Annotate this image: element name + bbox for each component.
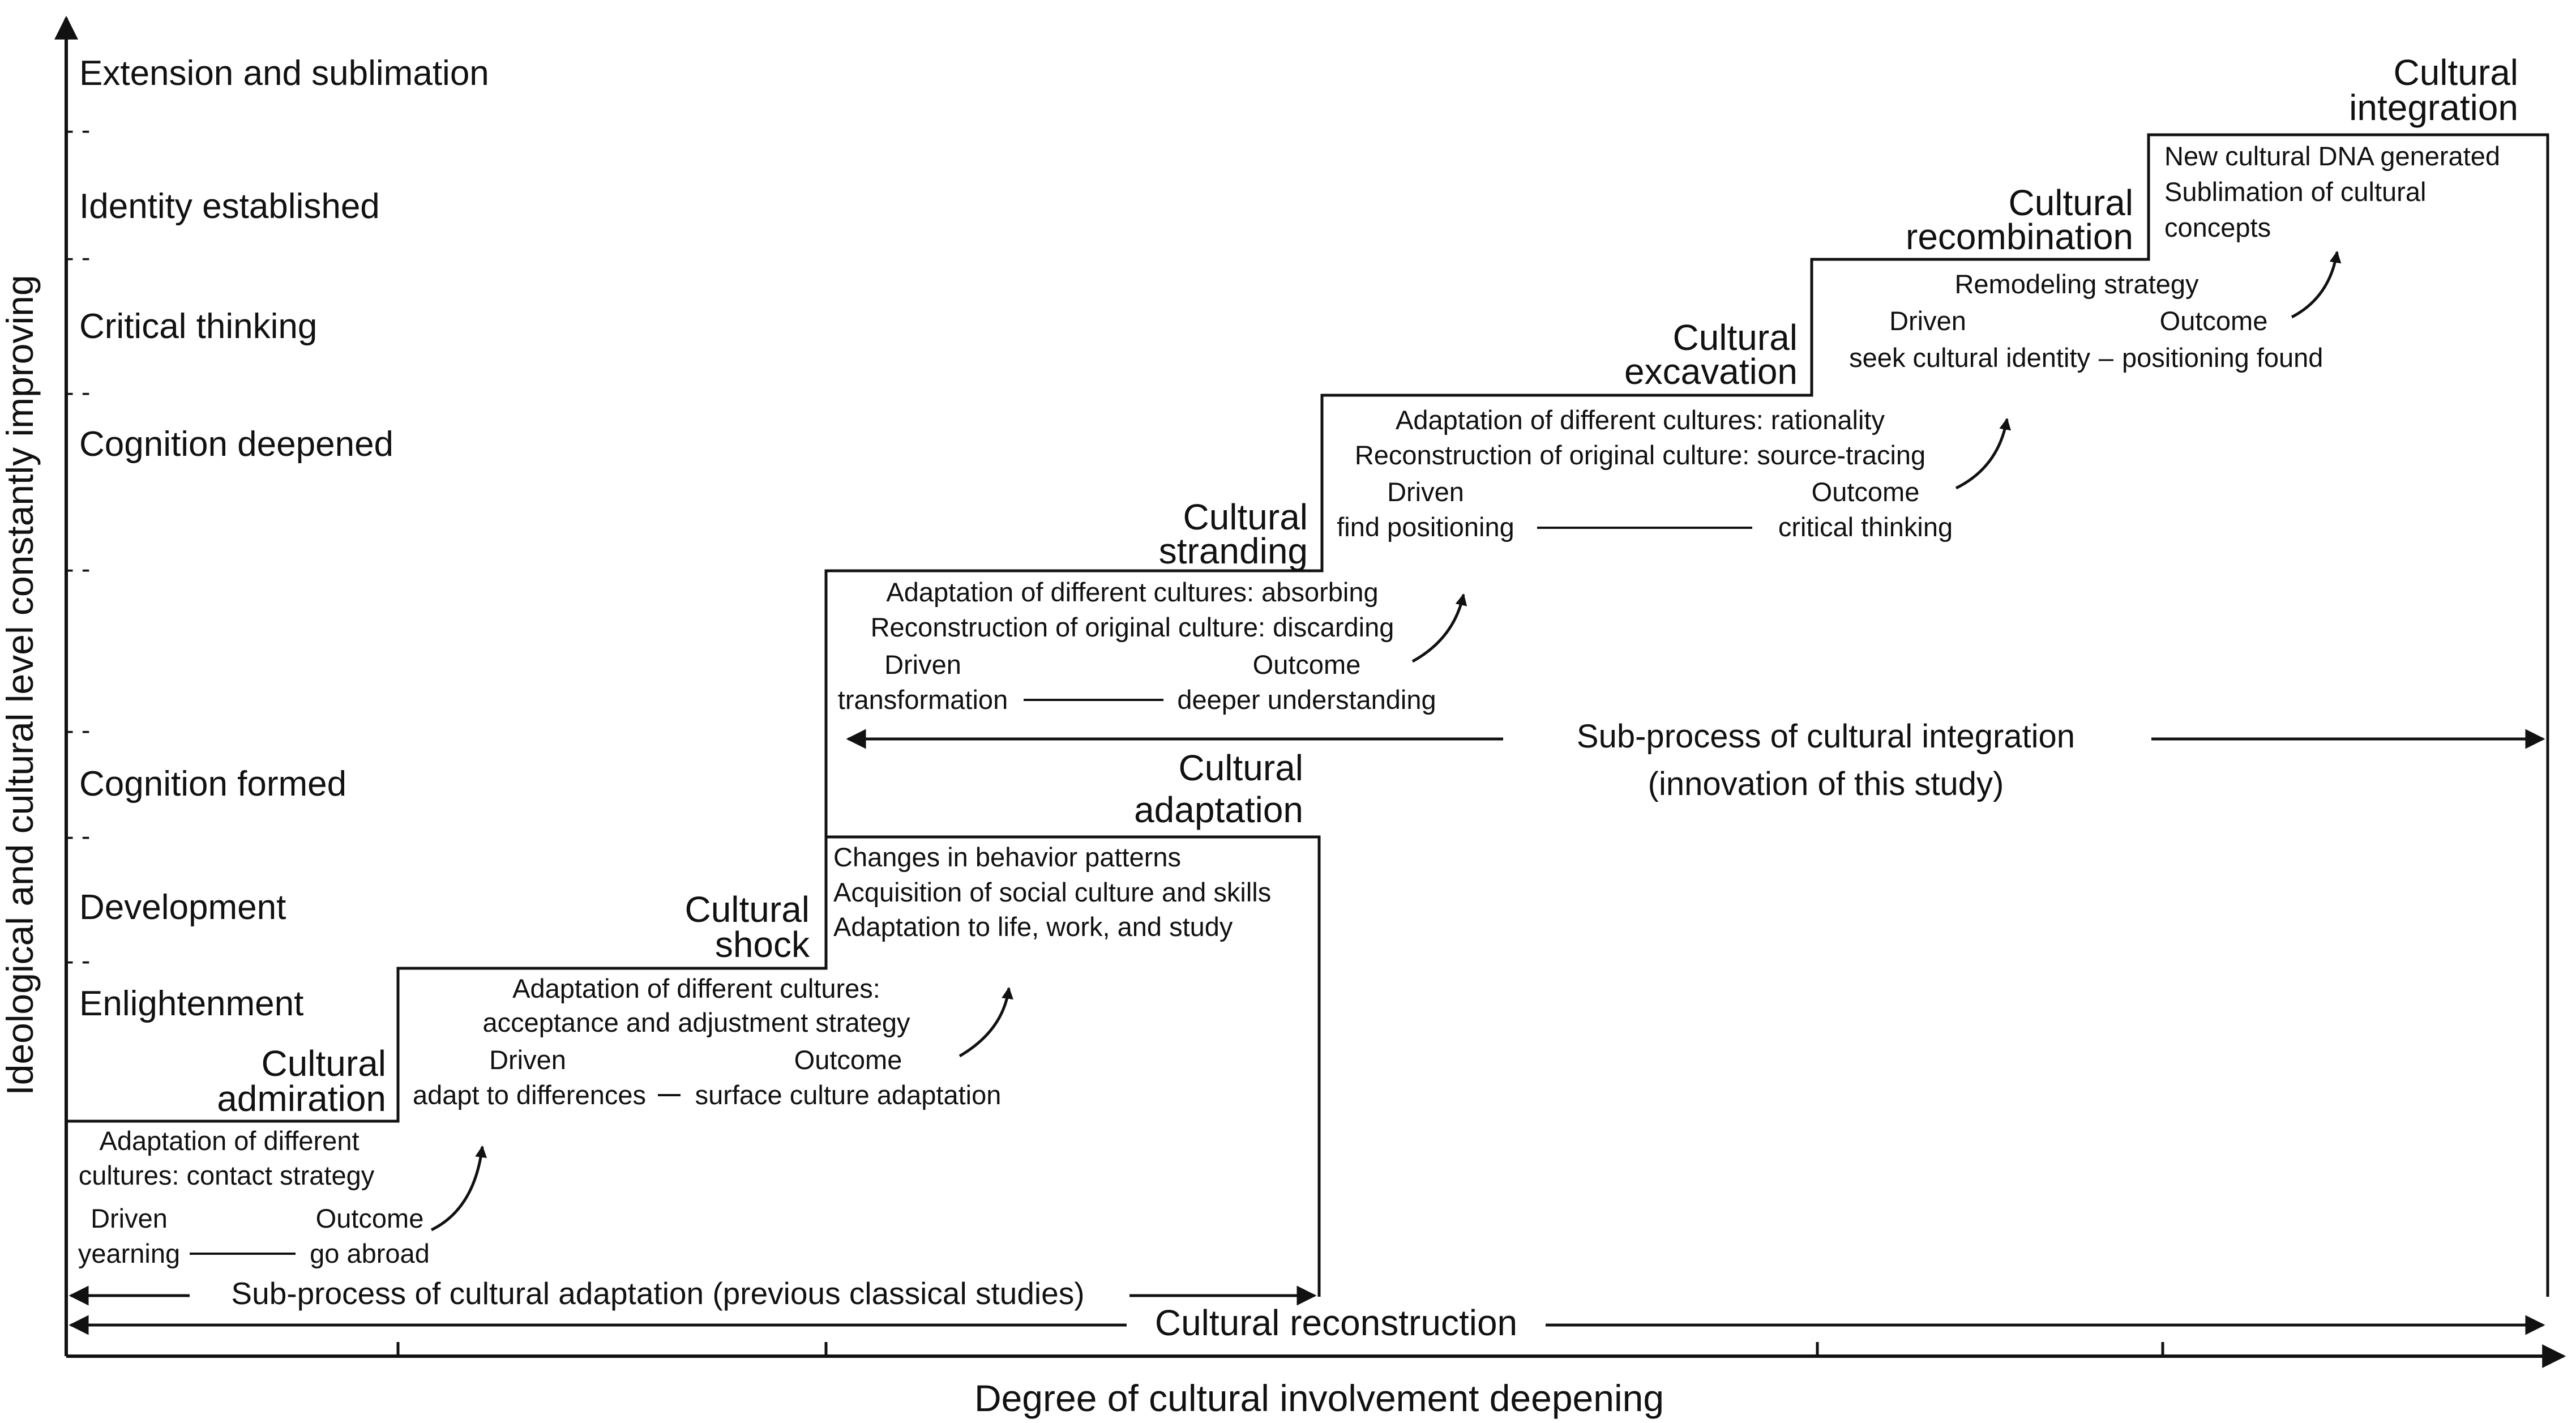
level-label: Extension and sublimation — [79, 54, 489, 93]
driven-label: Driven — [489, 1045, 566, 1075]
progress-arrow — [1411, 593, 1467, 663]
level-separator: - - — [65, 945, 90, 975]
driven-label: Driven — [884, 649, 961, 680]
level-separator: - - — [65, 821, 90, 851]
stage-cultural-recombination: Cultural recombination Remodeling strate… — [1849, 182, 2342, 373]
stage-cultural-integration: Cultural integration New cultural DNA ge… — [2164, 52, 2518, 242]
outcome-label: Outcome — [794, 1045, 902, 1075]
stage-title: Cultural — [1672, 317, 1798, 358]
outcome-value: positioning found — [2122, 343, 2323, 373]
stage-detail: Adaptation of different cultures: absorb… — [886, 577, 1378, 607]
level-separator: - - — [65, 715, 90, 745]
stage-detail: Reconstruction of original culture: sour… — [1355, 440, 1925, 470]
stage-detail: Adaptation of different — [99, 1126, 359, 1156]
stage-detail: cultures: contact strategy — [79, 1160, 375, 1190]
progress-arrow — [1955, 417, 2012, 490]
level-separator: - - — [65, 377, 90, 407]
stage-title: Cultural — [1183, 497, 1308, 537]
level-label: Cognition deepened — [79, 425, 393, 464]
outcome-value: surface culture adaptation — [695, 1080, 1002, 1110]
level-separator: - - — [65, 114, 90, 144]
outcome-label: Outcome — [316, 1203, 424, 1233]
driven-label: Driven — [1889, 306, 1966, 336]
level-label: Development — [79, 888, 286, 927]
stage-title: recombination — [1906, 216, 2133, 257]
level-separator: - - — [65, 242, 90, 272]
span-reconstruction: Cultural reconstruction — [69, 1302, 2545, 1343]
driven-value: seek cultural identity — [1849, 343, 2090, 373]
y-axis-label: Ideological and cultural level constantl… — [0, 275, 41, 1095]
adaptation-box-outline — [824, 730, 1321, 1297]
outcome-value: go abroad — [310, 1238, 430, 1268]
outcome-value: critical thinking — [1778, 512, 1953, 542]
axes: Ideological and cultural level constantl… — [0, 15, 2566, 1419]
stage-title: Cultural — [1178, 747, 1303, 788]
stage-detail: Adaptation to life, work, and study — [833, 912, 1233, 942]
stage-detail: Adaptation of different cultures: ration… — [1396, 405, 1885, 435]
stage-detail: concepts — [2164, 212, 2271, 242]
driven-label: Driven — [91, 1203, 168, 1233]
driven-outcome-joiner: – — [2099, 343, 2114, 373]
level-label: Cognition formed — [79, 764, 346, 804]
span-label: (innovation of this study) — [1648, 766, 2004, 802]
stage-detail: Adaptation of different cultures: — [512, 973, 880, 1003]
stage-cultural-stranding: Cultural stranding Adaptation of differe… — [838, 497, 1467, 715]
driven-value: transformation — [838, 685, 1008, 715]
stage-detail: Reconstruction of original culture: disc… — [871, 612, 1394, 642]
level-labels: Extension and sublimation Identity estab… — [79, 54, 489, 1023]
span-label: Sub-process of cultural integration — [1577, 718, 2075, 755]
stage-detail: Acquisition of social culture and skills — [833, 877, 1271, 907]
x-axis-label: Degree of cultural involvement deepening — [974, 1377, 1664, 1419]
progress-arrow — [430, 1145, 487, 1232]
stage-cultural-excavation: Cultural excavation Adaptation of differ… — [1337, 317, 2012, 542]
stage-detail: Changes in behavior patterns — [833, 842, 1181, 872]
stage-title: Cultural — [2008, 182, 2133, 223]
stage-title: Cultural — [261, 1043, 386, 1084]
level-label: Critical thinking — [79, 307, 317, 346]
stage-title: shock — [715, 924, 810, 965]
level-label: Enlightenment — [79, 984, 303, 1023]
stage-title: admiration — [217, 1078, 386, 1119]
outcome-value: deeper understanding — [1177, 685, 1436, 715]
stage-title: stranding — [1159, 531, 1308, 571]
span-adaptation: Sub-process of cultural adaptation (prev… — [69, 1276, 1317, 1311]
stage-cultural-shock: Cultural shock Adaptation of different c… — [413, 889, 1013, 1110]
level-label: Identity established — [79, 187, 380, 226]
stage-cultural-adaptation: Cultural adaptation Changes in behavior … — [833, 747, 1303, 942]
stage-detail: acceptance and adjustment strategy — [482, 1007, 910, 1037]
outcome-label: Outcome — [1812, 477, 1920, 507]
stage-title: excavation — [1624, 351, 1798, 392]
stage-title: Cultural — [684, 889, 810, 930]
driven-value: yearning — [78, 1238, 180, 1268]
stage-detail: Remodeling strategy — [1954, 269, 2199, 299]
span-label: Sub-process of cultural adaptation (prev… — [231, 1276, 1084, 1311]
stage-detail: New cultural DNA generated — [2164, 141, 2500, 171]
driven-label: Driven — [1387, 477, 1464, 507]
stage-title: adaptation — [1134, 789, 1303, 830]
outcome-label: Outcome — [1253, 649, 1361, 680]
outcome-label: Outcome — [2160, 306, 2268, 336]
progress-arrow — [2291, 250, 2342, 319]
level-separator: - - — [65, 553, 90, 583]
progress-arrow — [958, 986, 1013, 1058]
stage-title: Cultural — [2393, 52, 2518, 93]
stage-title: integration — [2349, 87, 2518, 128]
driven-value: adapt to differences — [413, 1080, 646, 1110]
staircase-outline — [66, 133, 2549, 1297]
level-separators: - - - - - - - - - - - - - - — [65, 114, 90, 975]
x-axis-ticks — [396, 1342, 2164, 1356]
staircase — [66, 133, 2549, 1297]
stage-detail: Sublimation of cultural — [2164, 177, 2426, 207]
span-label: Cultural reconstruction — [1155, 1302, 1517, 1343]
stage-cultural-admiration: Cultural admiration Adaptation of differ… — [78, 1043, 487, 1268]
driven-value: find positioning — [1337, 512, 1514, 542]
span-integration: Sub-process of cultural integration (inn… — [846, 718, 2545, 802]
